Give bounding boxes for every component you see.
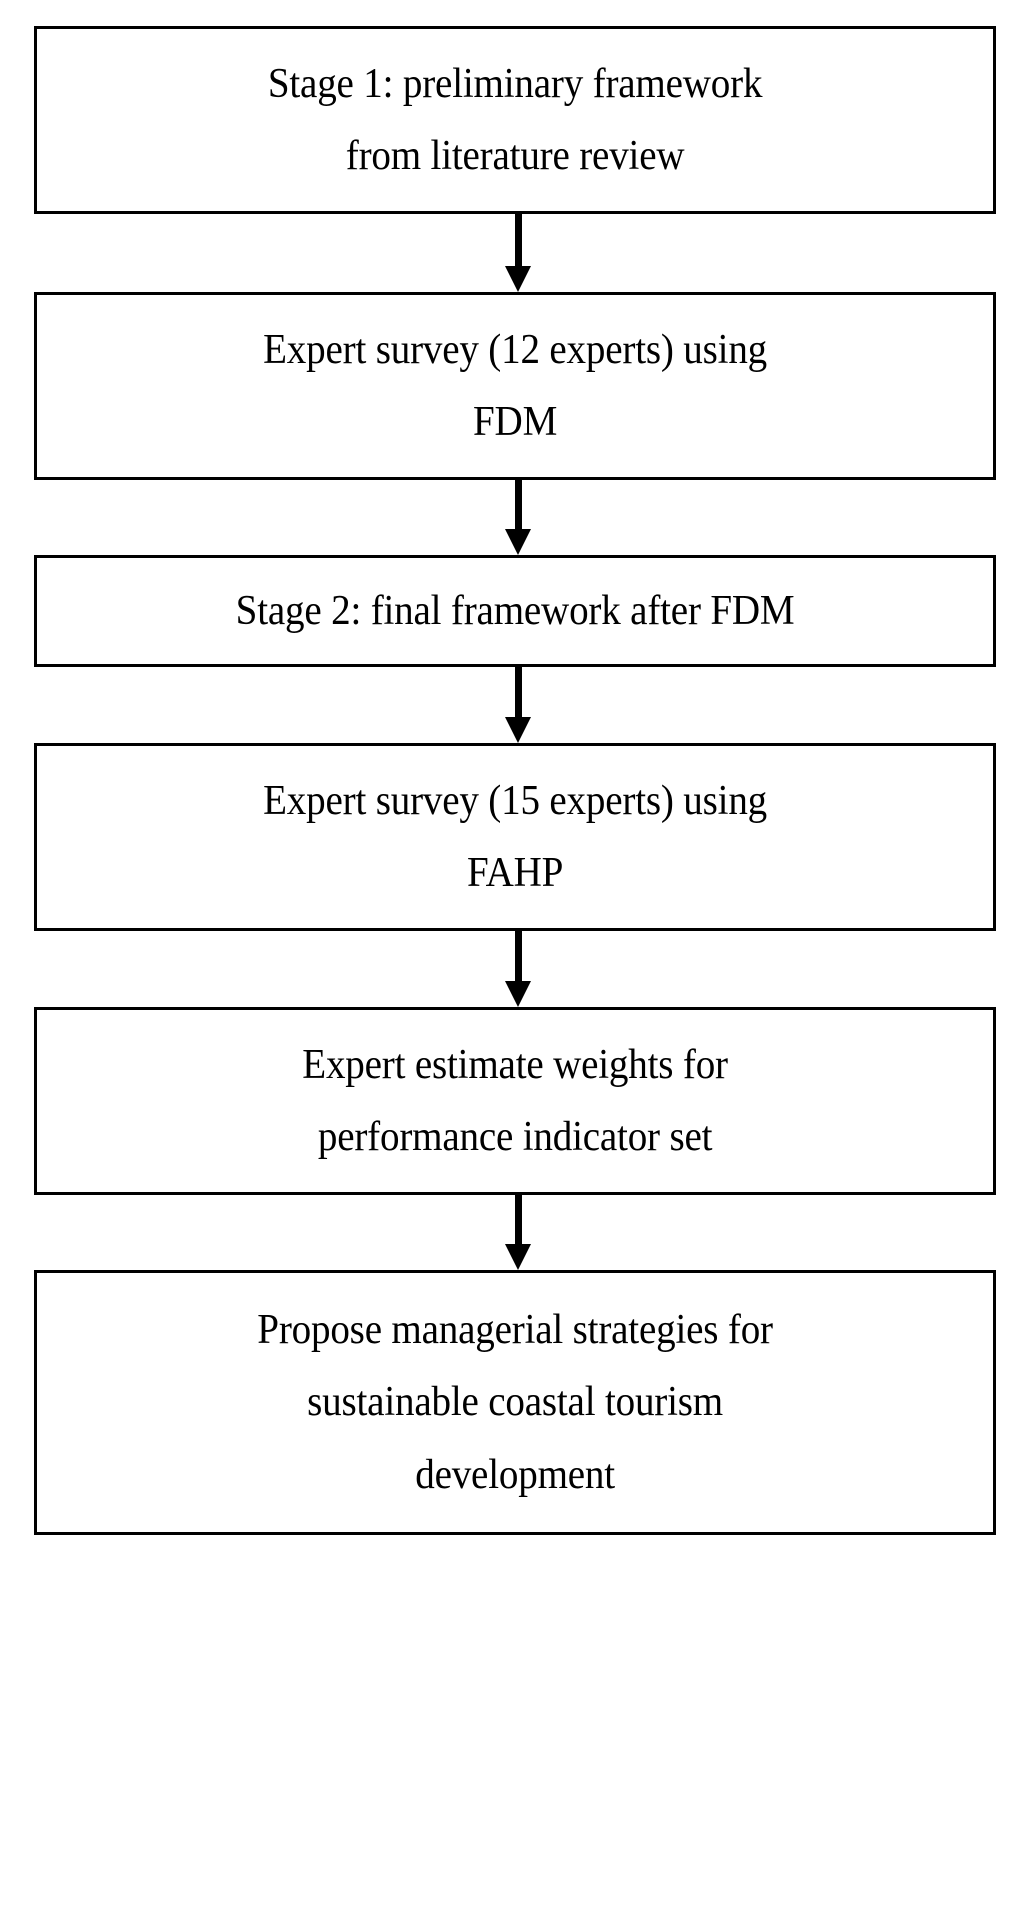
flow-node-label: Expert survey (15 experts) using FAHP <box>263 777 767 896</box>
flow-node-label: Expert estimate weights for performance … <box>302 1041 728 1160</box>
arrowhead-down-icon <box>505 981 531 1007</box>
connector-stem <box>515 1195 522 1244</box>
flow-node-label: Stage 1: preliminary framework from lite… <box>267 60 763 179</box>
flow-node-expert-survey-fahp[interactable]: Expert survey (15 experts) using FAHP <box>34 743 996 931</box>
flow-node-label: Expert survey (12 experts) using FDM <box>263 326 767 445</box>
arrowhead-down-icon <box>505 1244 531 1270</box>
flow-node-propose-managerial-strategies[interactable]: Propose managerial strategies for sustai… <box>34 1270 996 1535</box>
flow-node-stage-2-final-framework[interactable]: Stage 2: final framework after FDM <box>34 555 996 667</box>
arrowhead-down-icon <box>505 266 531 292</box>
flow-node-stage-1-preliminary-framework[interactable]: Stage 1: preliminary framework from lite… <box>34 26 996 214</box>
flow-node-expert-estimate-weights[interactable]: Expert estimate weights for performance … <box>34 1007 996 1195</box>
flow-node-expert-survey-fdm[interactable]: Expert survey (12 experts) using FDM <box>34 292 996 480</box>
connector-stem <box>515 931 522 981</box>
connector-stem <box>515 667 522 717</box>
connector-stem <box>515 214 522 266</box>
connector-stem <box>515 480 522 529</box>
arrowhead-down-icon <box>505 529 531 555</box>
flow-node-label: Stage 2: final framework after FDM <box>235 587 795 634</box>
flow-node-label: Propose managerial strategies for sustai… <box>257 1307 773 1498</box>
arrowhead-down-icon <box>505 717 531 743</box>
